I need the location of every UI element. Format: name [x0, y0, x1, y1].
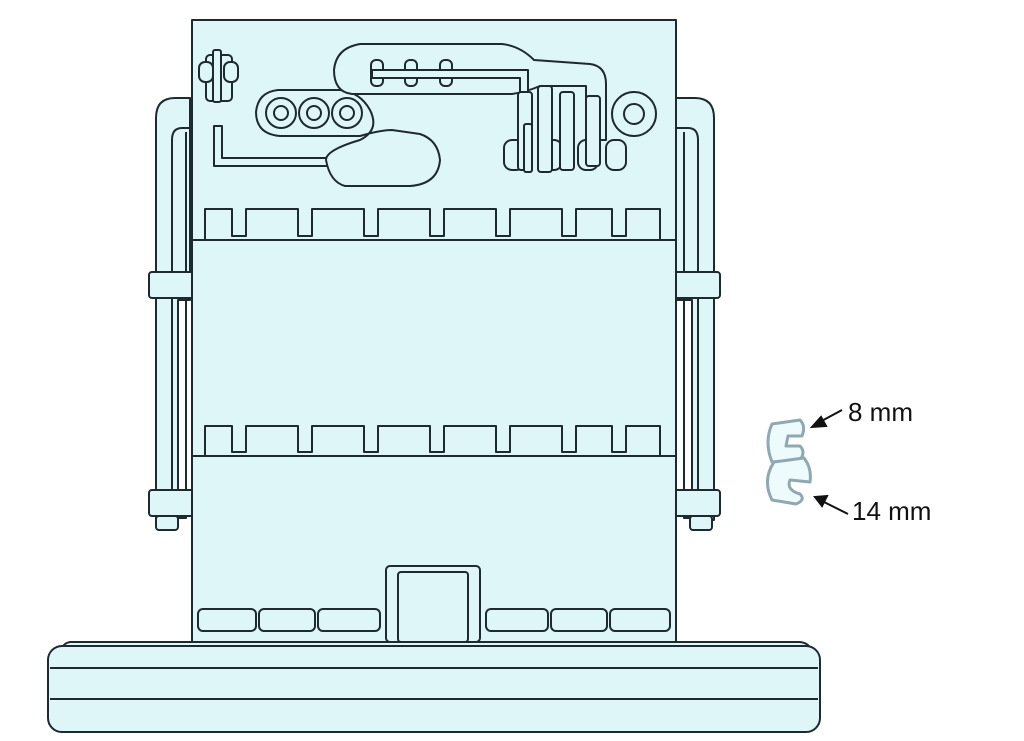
right-foot: [689, 515, 713, 531]
ring-2: [298, 97, 330, 129]
right-outer-rail: [675, 97, 715, 521]
clip-bottom-size-label: 14 mm: [852, 496, 932, 526]
base-tile-right-3: [609, 608, 671, 632]
base-tile-left-2: [258, 608, 316, 632]
base-tray: [47, 645, 821, 733]
ring-3: [331, 97, 363, 129]
right-post-4: [585, 95, 601, 167]
clip-accessory: [766, 418, 812, 506]
left-switch-rod: [212, 49, 222, 103]
left-switch-knob: [198, 61, 214, 83]
base-tile-left-3: [317, 608, 381, 632]
callout-arrows: [809, 409, 849, 515]
right-ring: [611, 91, 657, 137]
right-post-2: [537, 85, 553, 173]
upper-slot-comb: [204, 208, 661, 240]
right-knob-4: [605, 139, 627, 171]
left-switch-knob-2: [223, 61, 239, 83]
left-foot: [155, 515, 179, 531]
right-inner-rail: [676, 127, 699, 519]
left-inner-rail: [171, 127, 190, 519]
left-clamp-upper: [148, 271, 195, 299]
top-channel: [333, 43, 607, 141]
right-ring-inner: [623, 103, 645, 125]
arrow-8mm-head: [809, 415, 828, 429]
arrow-14mm-head: [813, 494, 829, 508]
right-clamp-lower: [671, 489, 721, 517]
ring-2-inner: [306, 105, 322, 121]
ring-1-inner: [273, 105, 289, 121]
base-tile-right-1: [485, 608, 549, 632]
ring-3-inner: [339, 105, 355, 121]
left-clamp-lower: [148, 489, 195, 517]
base-tile-left-1: [197, 608, 257, 632]
center-tab: [385, 565, 481, 643]
right-post-3: [559, 91, 575, 171]
right-rod: [523, 123, 533, 173]
lower-slot-comb: [204, 425, 661, 456]
ring-1: [265, 97, 297, 129]
clip-top-size-label: 8 mm: [848, 397, 913, 427]
base-tile-right-2: [550, 608, 608, 632]
right-clamp-upper: [671, 271, 721, 299]
